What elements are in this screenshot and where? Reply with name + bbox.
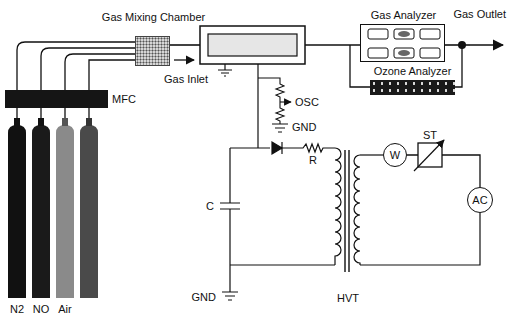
- gas-analyzer: Gas Analyzer: [360, 24, 445, 62]
- node-label: Gas Mixing Chamber: [102, 11, 205, 23]
- primary-wire: [360, 213, 480, 265]
- node-label: W: [390, 149, 400, 161]
- part-label: NO: [33, 303, 50, 315]
- variac-arrow: [414, 140, 444, 171]
- mfc-controller: MFC: [5, 90, 108, 108]
- wattmeter: W: [383, 143, 407, 167]
- part-label: Air: [58, 303, 71, 315]
- gas-pipe: [445, 44, 470, 46]
- ground-symbol: [222, 292, 238, 300]
- analyzer-displays: [368, 29, 440, 58]
- gas-cylinder: [8, 125, 26, 298]
- voltage-divider: [258, 78, 284, 124]
- gas-cylinder: [80, 125, 98, 298]
- gas-tube: [65, 54, 135, 118]
- ac-source: AC: [467, 187, 493, 213]
- part-label: HVT: [337, 292, 359, 304]
- reactor-electrode: [208, 34, 297, 56]
- display-window: [368, 29, 388, 39]
- display-indicator: [398, 50, 410, 56]
- return-wire: [230, 264, 335, 265]
- transformer-windings: [335, 148, 360, 265]
- part-label: N2: [10, 303, 24, 315]
- gas-cylinder: [56, 125, 74, 298]
- connector: [89, 60, 135, 90]
- part-label: GND: [192, 291, 216, 303]
- diode-symbol: [272, 142, 282, 154]
- gas-pipe: [170, 44, 200, 46]
- gas-pipe: [305, 44, 360, 46]
- cylinder-valve: [38, 118, 44, 126]
- part-label: R: [309, 154, 317, 166]
- cylinder-valve: [86, 118, 92, 126]
- display-window: [420, 29, 440, 39]
- part-label: OSC: [295, 96, 319, 108]
- capacitor-symbol: [220, 148, 240, 292]
- cylinder-valve: [62, 118, 68, 126]
- display-window: [394, 48, 414, 58]
- node-label: Gas Analyzer: [371, 9, 436, 21]
- cylinder-valve: [14, 118, 20, 126]
- ground-symbol: [272, 124, 288, 132]
- display-window: [368, 48, 388, 58]
- part-label: Gas Outlet: [453, 8, 506, 20]
- electrode-wire: [257, 64, 258, 148]
- display-window: [394, 29, 414, 39]
- pipe-junction: [458, 41, 466, 49]
- display-window: [420, 48, 440, 58]
- node-label: AC: [472, 194, 487, 206]
- bypass-line: [455, 45, 462, 87]
- ozone-analyzer: Ozone Analyzer: [370, 80, 455, 95]
- part-label: Gas Inlet: [164, 73, 208, 85]
- gas-cylinder: [32, 125, 50, 298]
- primary-winding: [354, 155, 360, 265]
- plasma-reactor: [200, 26, 305, 64]
- primary-wire: [360, 154, 383, 155]
- secondary-winding: [335, 148, 341, 265]
- ground-symbol: [218, 64, 232, 76]
- node-label: Ozone Analyzer: [374, 65, 452, 77]
- part-label: GND: [292, 121, 316, 133]
- probe-arrow: [280, 101, 291, 102]
- flow-arrow: [174, 59, 194, 60]
- part-label: ST: [423, 129, 437, 141]
- node-label: MFC: [112, 93, 136, 105]
- outlet-arrow: [470, 44, 503, 46]
- display-indicator: [398, 31, 410, 37]
- part-label: C: [206, 200, 214, 212]
- mixing-chamber: Gas Mixing Chamber: [135, 36, 170, 66]
- transformer-core: [345, 150, 349, 272]
